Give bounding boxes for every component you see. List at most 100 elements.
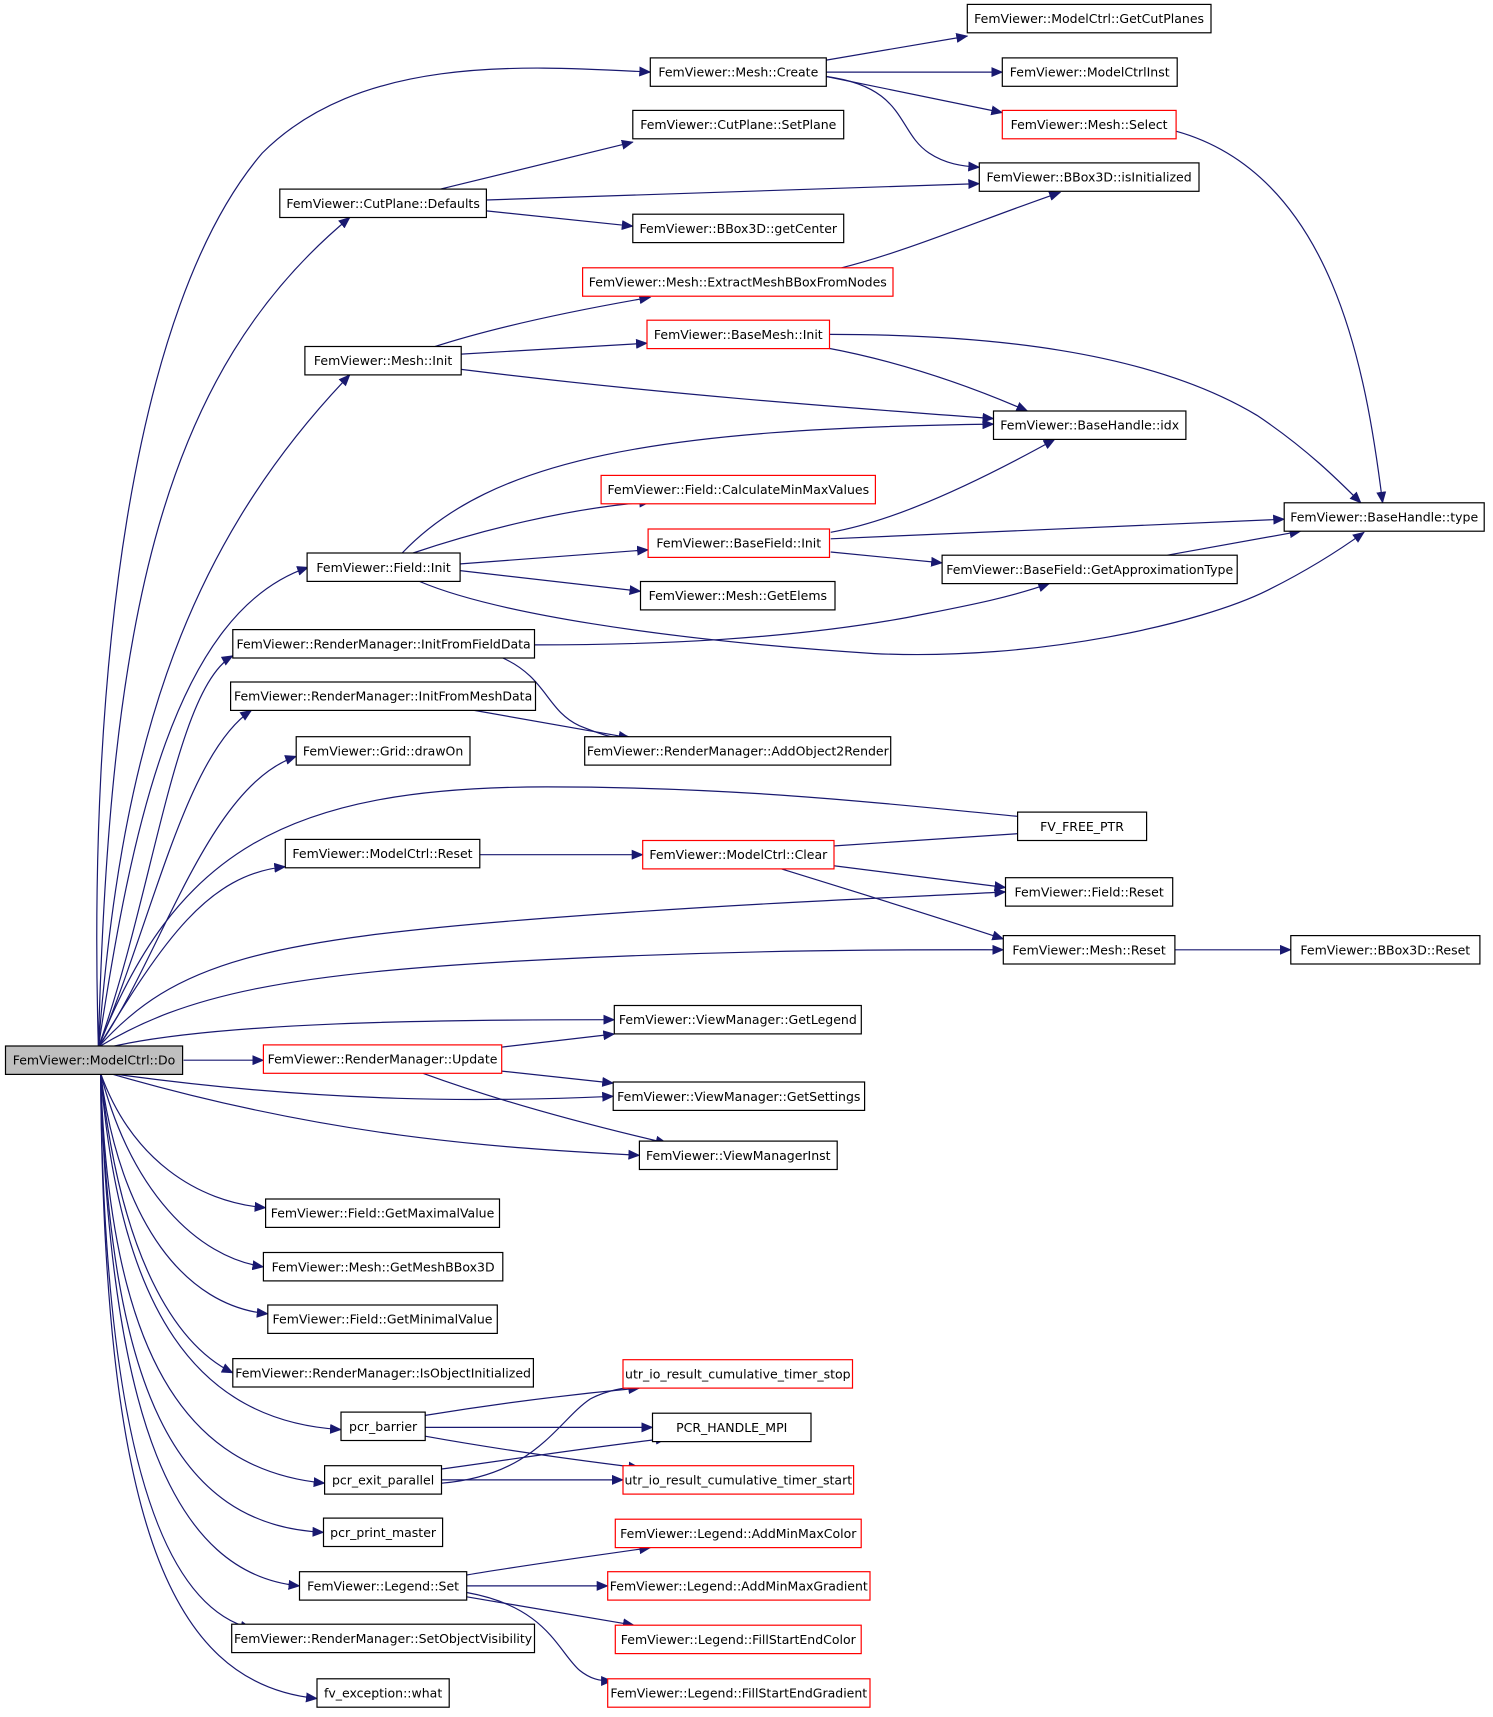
node-box-meshInit[interactable] [304,345,462,376]
node-pcrHandleMpi[interactable]: PCR_HANDLE_MPI [651,1412,812,1443]
node-utrStart[interactable]: utr_io_result_cumulative_timer_start [622,1465,855,1495]
node-baseHandleIdx[interactable]: FemViewer::BaseHandle::idx [992,410,1187,440]
node-rmInitFromField[interactable]: FemViewer::RenderManager::InitFromFieldD… [232,628,536,659]
node-root[interactable]: FemViewer::ModelCtrl::Do [4,1045,184,1075]
node-fieldInit[interactable]: FemViewer::Field::Init [306,552,461,582]
node-fieldReset[interactable]: FemViewer::Field::Reset [1004,877,1174,907]
node-vmGetSettings[interactable]: FemViewer::ViewManager::GetSettings [612,1081,866,1111]
node-box-utrStart[interactable] [622,1465,855,1495]
node-box-getApproxType[interactable] [941,554,1238,585]
node-gridDrawOn[interactable]: FemViewer::Grid::drawOn [295,736,471,766]
node-bboxIsInit[interactable]: FemViewer::BBox3D::isInitialized [978,162,1200,192]
node-modelCtrlReset[interactable]: FemViewer::ModelCtrl::Reset [284,838,481,869]
node-box-pcrExitParallel[interactable] [324,1465,443,1495]
node-box-rmSetObjVis[interactable] [231,1623,536,1654]
node-rmAddObject[interactable]: FemViewer::RenderManager::AddObject2Rend… [584,736,892,766]
node-box-meshGetElems[interactable] [639,580,836,611]
node-box-modelCtrlClear[interactable] [642,839,835,870]
node-box-rmAddObject[interactable] [584,736,892,766]
node-rmUpdate[interactable]: FemViewer::RenderManager::Update [262,1044,503,1074]
node-box-baseFieldInit[interactable] [647,528,831,558]
node-legendFillColor[interactable]: FemViewer::Legend::FillStartEndColor [614,1624,862,1655]
node-meshGetBBox[interactable]: FemViewer::Mesh::GetMeshBBox3D [262,1251,504,1282]
node-fvFreePtr[interactable]: FV_FREE_PTR [1016,811,1148,842]
node-meshSelect[interactable]: FemViewer::Mesh::Select [1001,109,1177,140]
node-box-baseHandleIdx[interactable] [992,410,1187,440]
node-box-baseHandleType[interactable] [1283,502,1485,532]
node-fieldGetMax[interactable]: FemViewer::Field::GetMaximalValue [265,1198,501,1228]
node-fieldCalcMinMax[interactable]: FemViewer::Field::CalculateMinMaxValues [600,474,876,505]
node-pcrExitParallel[interactable]: pcr_exit_parallel [324,1465,443,1495]
node-box-bboxReset[interactable] [1290,934,1481,965]
node-box-pcrBarrier[interactable] [340,1411,426,1442]
node-utrStop[interactable]: utr_io_result_cumulative_timer_stop [622,1359,854,1389]
node-box-cutDefaults[interactable] [279,188,487,219]
node-bboxReset[interactable]: FemViewer::BBox3D::Reset [1290,934,1481,965]
node-fvExcWhat[interactable]: fv_exception::what [316,1678,450,1708]
node-box-vmGetSettings[interactable] [612,1081,866,1111]
node-getCutPlanes[interactable]: FemViewer::ModelCtrl::GetCutPlanes [966,3,1212,34]
node-box-legendAddMinMaxColor[interactable] [614,1518,862,1549]
node-box-fieldReset[interactable] [1004,877,1174,907]
node-box-legendSet[interactable] [298,1571,468,1601]
node-box-bboxGetCenter[interactable] [632,213,845,244]
node-meshGetElems[interactable]: FemViewer::Mesh::GetElems [639,580,836,611]
node-fieldGetMin[interactable]: FemViewer::Field::GetMinimalValue [267,1304,498,1334]
node-cutSetPlane[interactable]: FemViewer::CutPlane::SetPlane [632,109,845,140]
node-box-rmInitFromMesh[interactable] [230,681,537,711]
node-pcrBarrier[interactable]: pcr_barrier [340,1411,426,1442]
node-box-legendAddMinMaxGrad[interactable] [607,1571,871,1601]
node-box-pcrHandleMpi[interactable] [651,1412,812,1443]
node-rmInitFromMesh[interactable]: FemViewer::RenderManager::InitFromMeshDa… [230,681,537,711]
node-box-bboxIsInit[interactable] [978,162,1200,192]
node-legendFillGrad[interactable]: FemViewer::Legend::FillStartEndGradient [607,1678,871,1708]
node-rmSetObjVis[interactable]: FemViewer::RenderManager::SetObjectVisib… [231,1623,536,1654]
node-pcrPrintMaster[interactable]: pcr_print_master [322,1517,444,1548]
node-box-gridDrawOn[interactable] [295,736,471,766]
node-box-utrStop[interactable] [622,1359,854,1389]
node-box-fieldGetMin[interactable] [267,1304,498,1334]
node-box-rmUpdate[interactable] [262,1044,503,1074]
node-getApproxType[interactable]: FemViewer::BaseField::GetApproximationTy… [941,554,1238,585]
node-box-meshCreate[interactable] [649,57,827,87]
node-box-legendFillGrad[interactable] [607,1678,871,1708]
node-rmIsObjInit[interactable]: FemViewer::RenderManager::IsObjectInitia… [232,1357,535,1388]
node-box-root[interactable] [4,1045,184,1075]
node-box-cutSetPlane[interactable] [632,109,845,140]
node-extractBBox[interactable]: FemViewer::Mesh::ExtractMeshBBoxFromNode… [581,267,894,297]
node-baseHandleType[interactable]: FemViewer::BaseHandle::type [1283,502,1485,532]
node-modelCtrlClear[interactable]: FemViewer::ModelCtrl::Clear [642,839,835,870]
node-legendAddMinMaxGrad[interactable]: FemViewer::Legend::AddMinMaxGradient [607,1571,871,1601]
node-box-meshGetBBox[interactable] [262,1251,504,1282]
node-box-meshSelect[interactable] [1001,109,1177,140]
node-box-legendFillColor[interactable] [614,1624,862,1655]
node-baseMeshInit[interactable]: FemViewer::BaseMesh::Init [646,319,831,350]
node-meshCreate[interactable]: FemViewer::Mesh::Create [649,57,827,87]
node-box-getCutPlanes[interactable] [966,3,1212,34]
node-box-modelCtrlInst[interactable] [1001,57,1178,87]
node-meshInit[interactable]: FemViewer::Mesh::Init [304,345,462,376]
node-box-rmInitFromField[interactable] [232,628,536,659]
node-cutDefaults[interactable]: FemViewer::CutPlane::Defaults [279,188,487,219]
node-box-fieldCalcMinMax[interactable] [600,474,876,505]
node-box-modelCtrlReset[interactable] [284,838,481,869]
node-modelCtrlInst[interactable]: FemViewer::ModelCtrlInst [1001,57,1178,87]
node-box-baseMeshInit[interactable] [646,319,831,350]
node-legendSet[interactable]: FemViewer::Legend::Set [298,1571,468,1601]
node-meshReset[interactable]: FemViewer::Mesh::Reset [1002,934,1176,965]
node-bboxGetCenter[interactable]: FemViewer::BBox3D::getCenter [632,213,845,244]
node-box-fvExcWhat[interactable] [316,1678,450,1708]
node-legendAddMinMaxColor[interactable]: FemViewer::Legend::AddMinMaxColor [614,1518,862,1549]
node-box-fieldGetMax[interactable] [265,1198,501,1228]
node-vmGetLegend[interactable]: FemViewer::ViewManager::GetLegend [613,1004,862,1035]
node-box-fieldInit[interactable] [306,552,461,582]
node-box-extractBBox[interactable] [581,267,894,297]
node-vmInst[interactable]: FemViewer::ViewManagerInst [638,1140,838,1171]
node-box-vmGetLegend[interactable] [613,1004,862,1035]
node-box-pcrPrintMaster[interactable] [322,1517,444,1548]
node-box-fvFreePtr[interactable] [1016,811,1148,842]
node-box-rmIsObjInit[interactable] [232,1357,535,1388]
node-box-meshReset[interactable] [1002,934,1176,965]
node-box-vmInst[interactable] [638,1140,838,1171]
node-baseFieldInit[interactable]: FemViewer::BaseField::Init [647,528,831,558]
